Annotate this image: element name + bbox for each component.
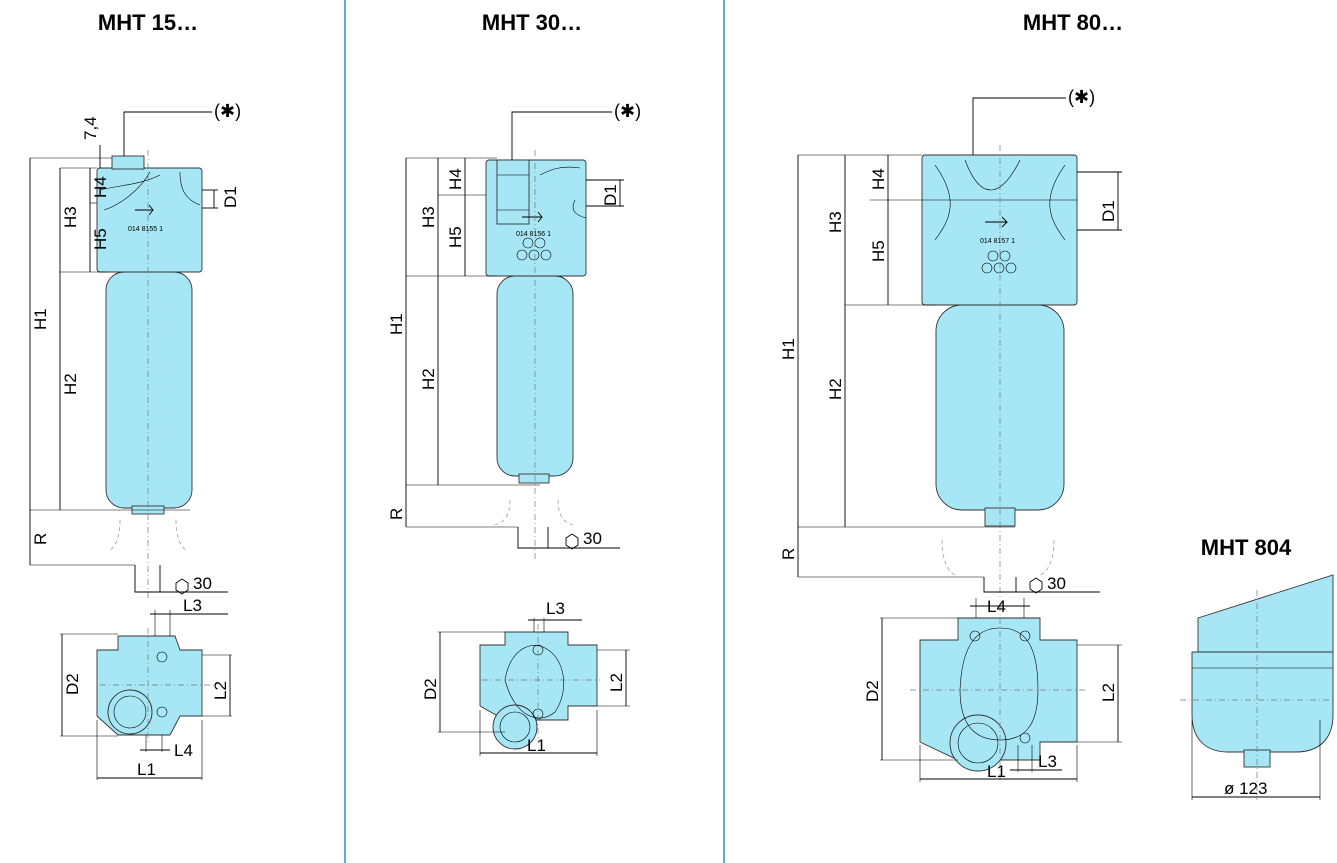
removal-clearance-outline xyxy=(941,539,1055,576)
label-h2: H2 xyxy=(419,368,438,390)
label-h3: H3 xyxy=(61,206,80,228)
label-h4: H4 xyxy=(446,168,465,190)
wrench-size-icon xyxy=(1029,577,1043,594)
label-wrench-size: 30 xyxy=(583,529,602,548)
top-view-mht15: D2 L2 L3 L4 L1 xyxy=(60,596,232,780)
label-l3: L3 xyxy=(546,599,565,618)
variant-mht804: MHT 804 ø 123 xyxy=(1180,535,1334,800)
side-view-mht30: 014 8156 1 H1 H2 H3 H4 H5 xyxy=(387,101,641,560)
label-r: R xyxy=(779,548,798,560)
panel-title-mht80: MHT 80… xyxy=(1023,10,1123,35)
removal-clearance-outline xyxy=(491,499,577,526)
part-code-mht30: 014 8156 1 xyxy=(516,231,551,238)
part-code-mht15: 014 8155 1 xyxy=(128,226,163,233)
side-view-mht80: 014 8157 1 H1 H2 H3 H4 H5 xyxy=(779,87,1122,600)
label-l1: L1 xyxy=(527,736,546,755)
label-note: (✱) xyxy=(214,101,241,121)
label-l3: L3 xyxy=(183,596,202,615)
wrench-size-icon xyxy=(175,578,189,595)
label-l2: L2 xyxy=(1099,683,1118,702)
label-h3: H3 xyxy=(826,211,845,233)
label-h2: H2 xyxy=(826,378,845,400)
side-view-mht15: 014 8155 1 H1 H2 H3 H4 H5 7,4 xyxy=(29,101,241,600)
filter-drain-plug xyxy=(518,473,550,484)
panel-mht30: MHT 30… 014 8156 1 H1 H2 xyxy=(387,10,641,756)
label-wrench-size: 30 xyxy=(1047,574,1066,593)
label-note: (✱) xyxy=(1068,87,1095,107)
label-h1: H1 xyxy=(387,313,406,335)
label-h4: H4 xyxy=(91,176,110,198)
label-h1: H1 xyxy=(31,308,50,330)
panel-mht15: MHT 15… 014 8155 1 H1 H2 H3 xyxy=(29,10,241,780)
label-h4: H4 xyxy=(869,168,888,190)
panel-title-mht30: MHT 30… xyxy=(482,10,582,35)
label-l2: L2 xyxy=(607,673,626,692)
label-l2: L2 xyxy=(211,681,230,700)
part-code-mht80: 014 8157 1 xyxy=(980,238,1015,245)
filter-head xyxy=(96,167,203,273)
label-d1: D1 xyxy=(221,186,240,208)
label-h1: H1 xyxy=(779,338,798,360)
filter-indicator-boss xyxy=(111,155,145,170)
label-d1: D1 xyxy=(601,184,620,206)
label-note: (✱) xyxy=(614,101,641,121)
variant-bowl xyxy=(1191,651,1334,753)
label-r: R xyxy=(31,533,50,545)
filter-head xyxy=(921,154,1078,306)
variant-bowl-extension xyxy=(1197,574,1334,653)
filter-indicator-boss xyxy=(496,159,530,225)
label-l4: L4 xyxy=(174,741,193,760)
label-d2: D2 xyxy=(421,678,440,700)
label-h5: H5 xyxy=(446,226,465,248)
label-h5: H5 xyxy=(91,228,110,250)
label-h2: H2 xyxy=(61,373,80,395)
label-seven-four: 7,4 xyxy=(81,116,100,140)
label-l4: L4 xyxy=(987,597,1006,616)
variant-title: MHT 804 xyxy=(1201,535,1292,560)
label-r: R xyxy=(387,508,406,520)
label-l1: L1 xyxy=(987,762,1006,781)
top-view-mht30: D2 L2 L3 L1 xyxy=(421,599,630,756)
panel-title-mht15: MHT 15… xyxy=(98,10,198,35)
label-d1: D1 xyxy=(1099,200,1118,222)
label-d2: D2 xyxy=(63,673,82,695)
label-h5: H5 xyxy=(869,240,888,262)
label-l1: L1 xyxy=(137,760,156,779)
bypass-ports xyxy=(981,250,1017,274)
label-d2: D2 xyxy=(863,680,882,702)
top-view-mht80: D2 L2 L4 L3 L1 xyxy=(863,597,1122,782)
wrench-size-icon xyxy=(565,533,579,550)
label-h3: H3 xyxy=(419,206,438,228)
panel-mht80: MHT 80… 014 8157 1 H1 H2 xyxy=(779,10,1334,800)
label-wrench-size: 30 xyxy=(193,574,212,593)
variant-diameter-label: ø 123 xyxy=(1224,779,1267,798)
label-l3: L3 xyxy=(1038,752,1057,771)
filter-bowl xyxy=(105,271,193,509)
